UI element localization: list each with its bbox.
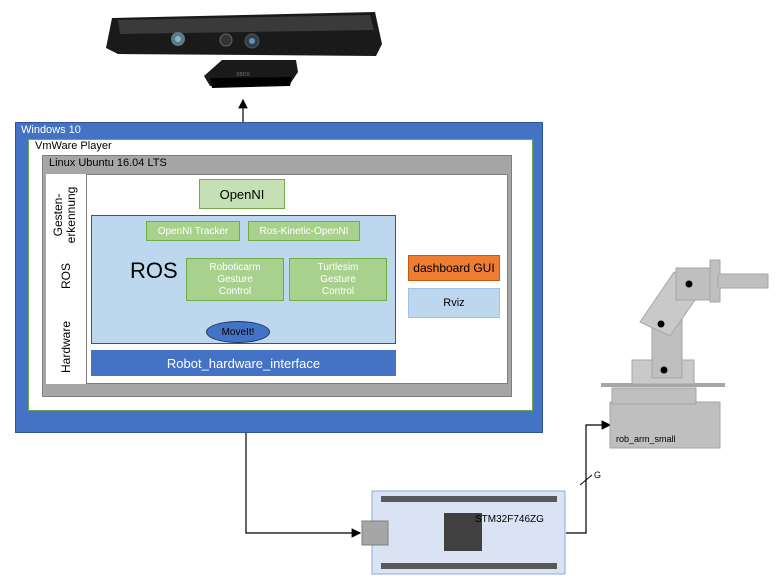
windows10-title: Windows 10 (21, 124, 81, 136)
link-label: G (594, 470, 602, 480)
robot-hardware-interface-block: Robot_hardware_interface (91, 350, 396, 376)
ros-kinetic-openni-block: Ros-Kinetic-OpenNI (248, 221, 360, 241)
moveit-block: MoveIt! (206, 321, 270, 343)
gesture-label-line2: erkennung (64, 186, 78, 244)
roboticarm-gesture-block: Roboticarm Gesture Control (186, 258, 284, 301)
layer-sidebar (46, 174, 87, 384)
stm-label: STM32F746ZG (475, 514, 544, 525)
openni-block: OpenNI (199, 179, 285, 209)
gesture-label: Gesten- erkennung (36, 187, 98, 244)
kinect-sensor-icon (106, 12, 382, 88)
hardware-side-label: Hardware (59, 320, 73, 374)
robot-arm-label: rob_arm_small (616, 434, 676, 444)
ros-side-label: ROS (59, 263, 73, 290)
stm32-board-icon (361, 490, 566, 575)
kinect-logo-text: XBOX (236, 72, 250, 78)
ubuntu-title: Linux Ubuntu 16.04 LTS (49, 157, 167, 169)
ros-title: ROS (130, 258, 178, 283)
robot-arm-icon (601, 259, 769, 449)
rviz-block: Rviz (408, 288, 500, 318)
openni-tracker-block: OpenNI Tracker (146, 221, 240, 241)
vmware-title: VmWare Player (35, 140, 112, 152)
turtlesim-gesture-block: Turtlesim Gesture Control (289, 258, 387, 301)
dashboard-gui-block: dashboard GUI (408, 255, 500, 281)
